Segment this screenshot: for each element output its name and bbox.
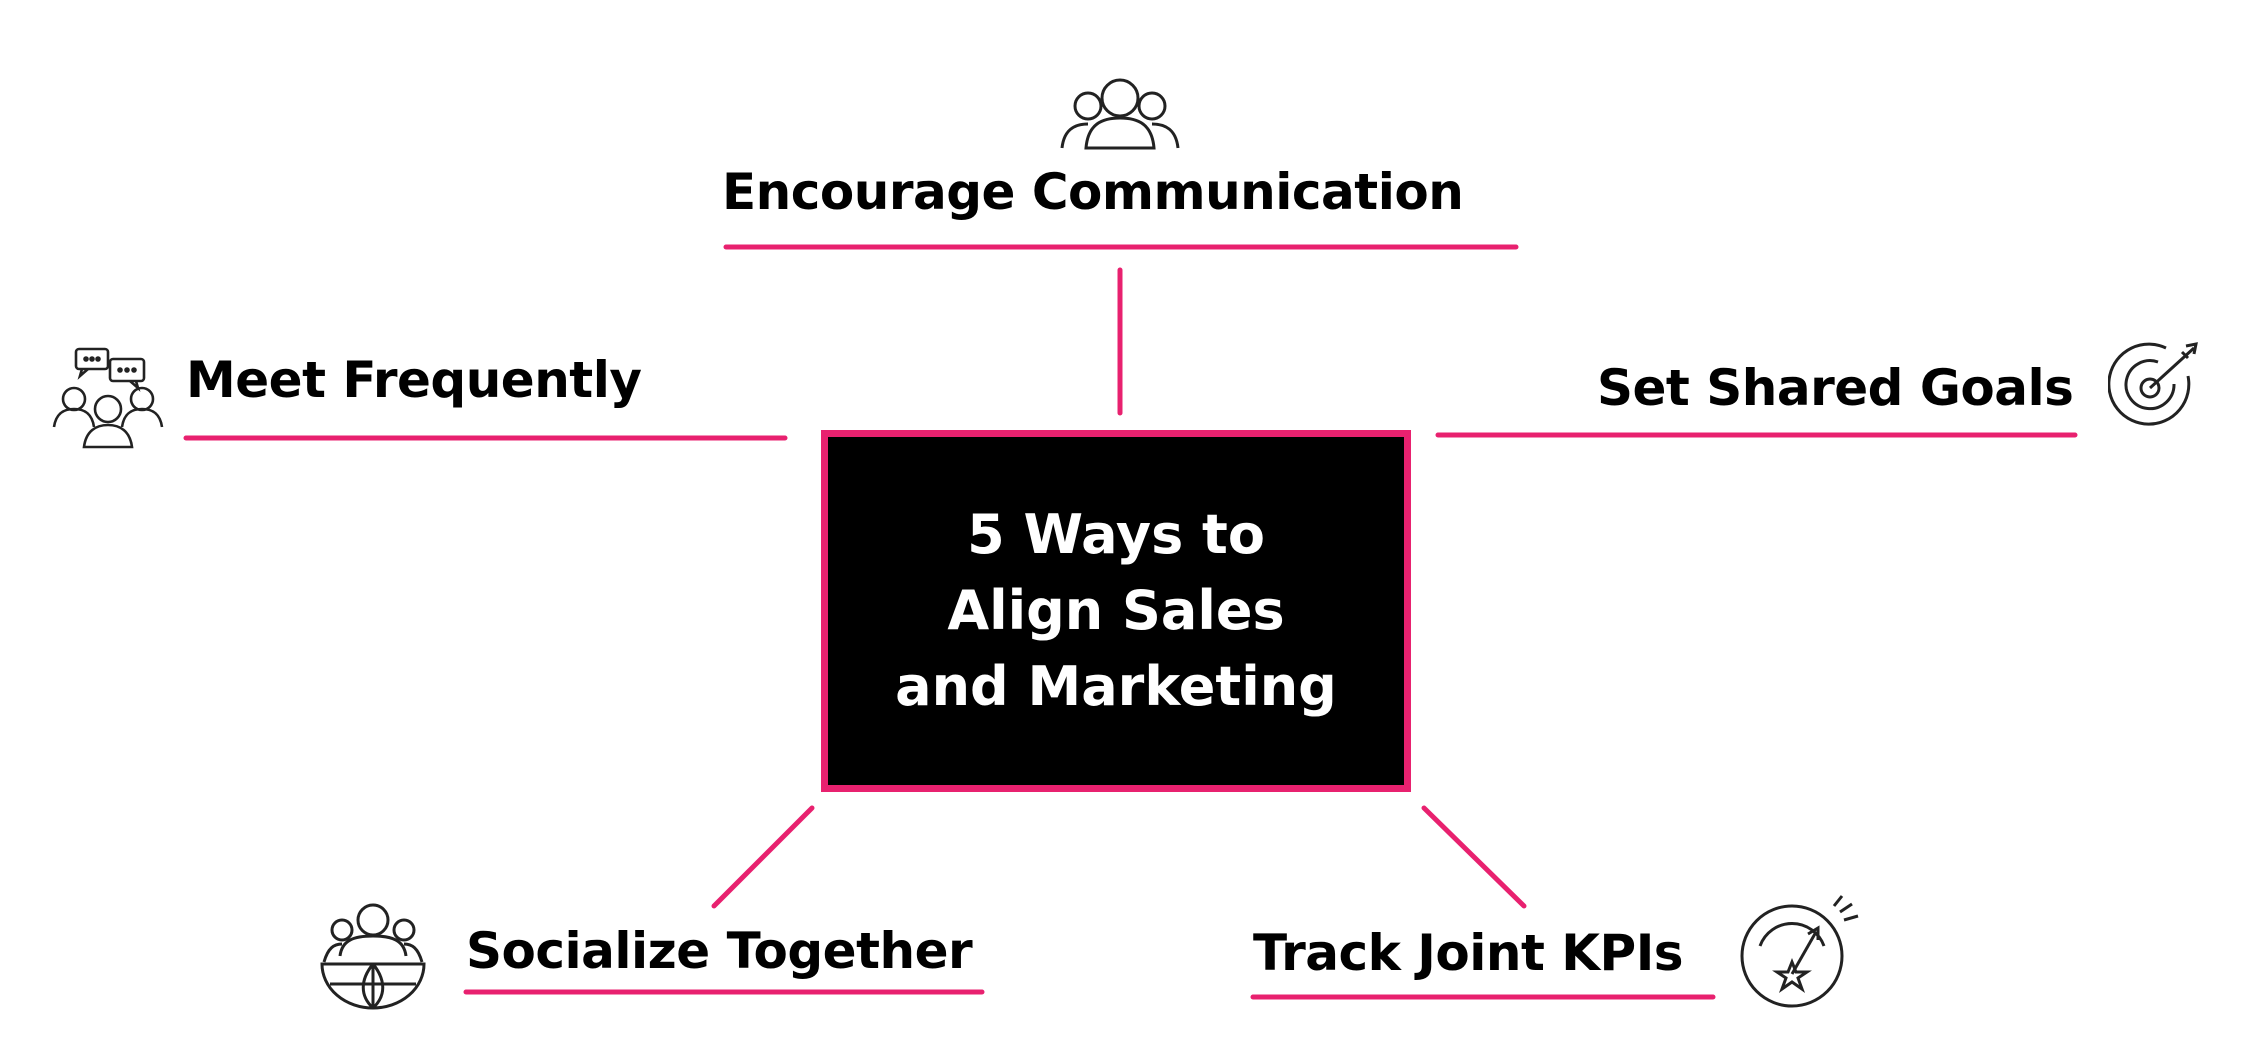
node-label-bottom-right: Track Joint KPIs bbox=[1253, 924, 1684, 982]
center-title-line-1: 5 Ways to bbox=[967, 503, 1265, 566]
center-title-box: 5 Ways to Align Sales and Marketing bbox=[821, 430, 1411, 792]
chat-team-icon bbox=[52, 347, 164, 449]
group-icon bbox=[1060, 78, 1180, 150]
node-label-right: Set Shared Goals bbox=[1597, 359, 2074, 417]
connector-bottom-right bbox=[1421, 805, 1527, 909]
connector-bottom-left bbox=[711, 805, 815, 909]
node-label-left: Meet Frequently bbox=[186, 351, 642, 409]
node-label-top: Encourage Communication bbox=[722, 163, 1464, 221]
gauge-star-icon bbox=[1740, 895, 1859, 1008]
center-title-line-3: and Marketing bbox=[895, 655, 1337, 718]
globe-people-icon bbox=[320, 903, 426, 1010]
center-title: 5 Ways to Align Sales and Marketing bbox=[895, 497, 1337, 725]
target-icon bbox=[2108, 342, 2198, 426]
center-title-line-2: Align Sales bbox=[947, 579, 1285, 642]
node-label-bottom-left: Socialize Together bbox=[466, 922, 973, 980]
